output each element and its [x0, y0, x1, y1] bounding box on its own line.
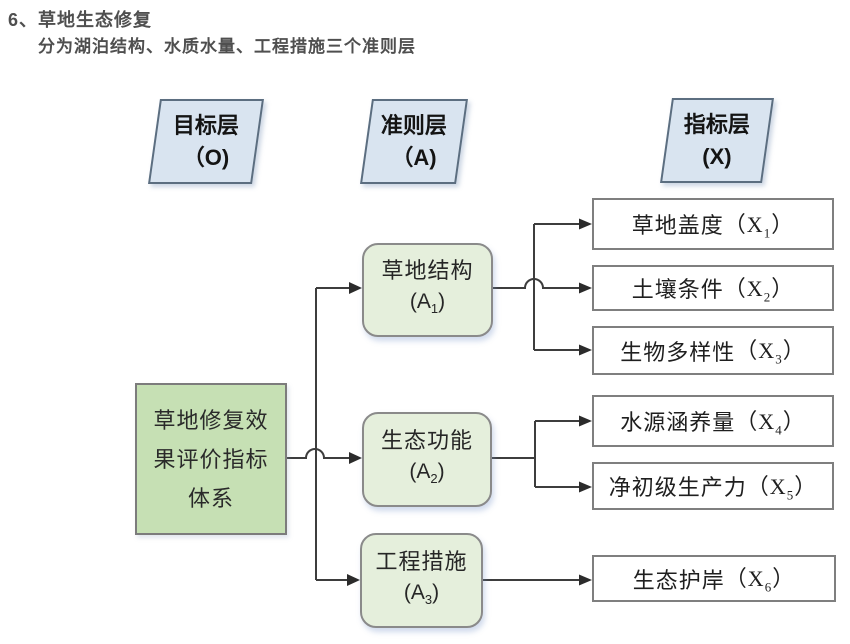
header-criteria-layer-code: （A)	[391, 144, 437, 170]
indicator-box-x5: 净初级生产力（X5）	[592, 462, 834, 510]
criteria-box-a1-code: (A1)	[409, 290, 446, 317]
goal-box: 草地修复效 果评价指标 体系	[135, 383, 287, 535]
arrowhead-into-x1	[579, 218, 592, 230]
arrowhead-into-x2	[579, 282, 592, 294]
goal-box-line1: 草地修复效	[153, 407, 269, 433]
criteria-box-a2-code: (A2)	[409, 459, 445, 487]
indicator-box-x1-label: 草地盖度	[631, 213, 724, 238]
arrowhead-into-x3	[579, 344, 592, 356]
header-goal-layer: 目标层 （O)	[148, 99, 264, 184]
indicator-box-x3-code: （X3）	[735, 338, 806, 367]
criteria-box-a2-label: 生态功能	[380, 427, 473, 453]
indicator-box-x4-code: （X4）	[735, 408, 806, 438]
header-criteria-layer-label: 准则层	[380, 112, 447, 138]
indicator-box-x1: 草地盖度（X1）	[592, 198, 834, 250]
indicator-box-x2-code: （X2）	[723, 275, 795, 305]
criteria-box-a3: 工程措施 (A3)	[360, 533, 483, 628]
goal-box-line3: 体系	[187, 485, 234, 511]
header-goal-layer-label: 目标层	[172, 112, 239, 138]
arrowhead-into-x5	[579, 481, 592, 493]
header-goal-layer-code: （O)	[182, 144, 230, 170]
arrowhead-into-a2	[349, 452, 362, 464]
criteria-box-a1-label: 草地结构	[381, 258, 474, 284]
arrowhead-into-a3	[347, 574, 360, 586]
indicator-box-x3: 生物多样性（X3）	[592, 326, 834, 375]
header-criteria-layer: 准则层 （A)	[360, 99, 468, 184]
indicator-box-x6-code: （X6）	[724, 566, 796, 595]
header-indicator-layer-code: (X)	[702, 143, 732, 169]
arrowhead-into-x6	[579, 574, 592, 586]
indicator-box-x3-label: 生物多样性	[620, 339, 736, 365]
criteria-box-a3-code: (A3)	[403, 580, 440, 608]
indicator-box-x2-label: 土壤条件	[631, 277, 724, 302]
page-title: 6、草地生态修复 分为湖泊结构、水质水量、工程措施三个准则层	[8, 6, 416, 60]
criteria-box-a1: 草地结构 (A1)	[362, 243, 493, 337]
indicator-box-x2: 土壤条件（X2）	[592, 265, 834, 311]
criteria-box-a3-label: 工程措施	[375, 548, 468, 574]
arrowhead-into-x4	[579, 415, 592, 427]
connector-goal-to-a2	[287, 448, 349, 459]
indicator-box-x4-label: 水源涵养量	[620, 410, 736, 435]
header-indicator-layer-label: 指标层	[683, 111, 750, 137]
indicator-box-x5-label: 净初级生产力	[608, 475, 747, 500]
arrowhead-into-a1	[349, 282, 362, 294]
indicator-box-x6-label: 生态护岸	[632, 567, 725, 593]
page-title-line2: 分为湖泊结构、水质水量、工程措施三个准则层	[38, 37, 416, 56]
indicator-box-x6: 生态护岸（X6）	[592, 555, 836, 602]
indicator-box-x5-code: （X5）	[746, 473, 818, 503]
connector-a1-to-x2	[493, 278, 579, 289]
indicator-box-x4: 水源涵养量（X4）	[592, 395, 834, 447]
goal-box-line2: 果评价指标	[153, 446, 269, 472]
page-title-line1: 6、草地生态修复	[8, 10, 153, 30]
criteria-box-a2: 生态功能 (A2)	[362, 412, 492, 507]
indicator-box-x1-code: （X1）	[723, 211, 795, 241]
header-indicator-layer: 指标层 (X)	[660, 98, 774, 183]
